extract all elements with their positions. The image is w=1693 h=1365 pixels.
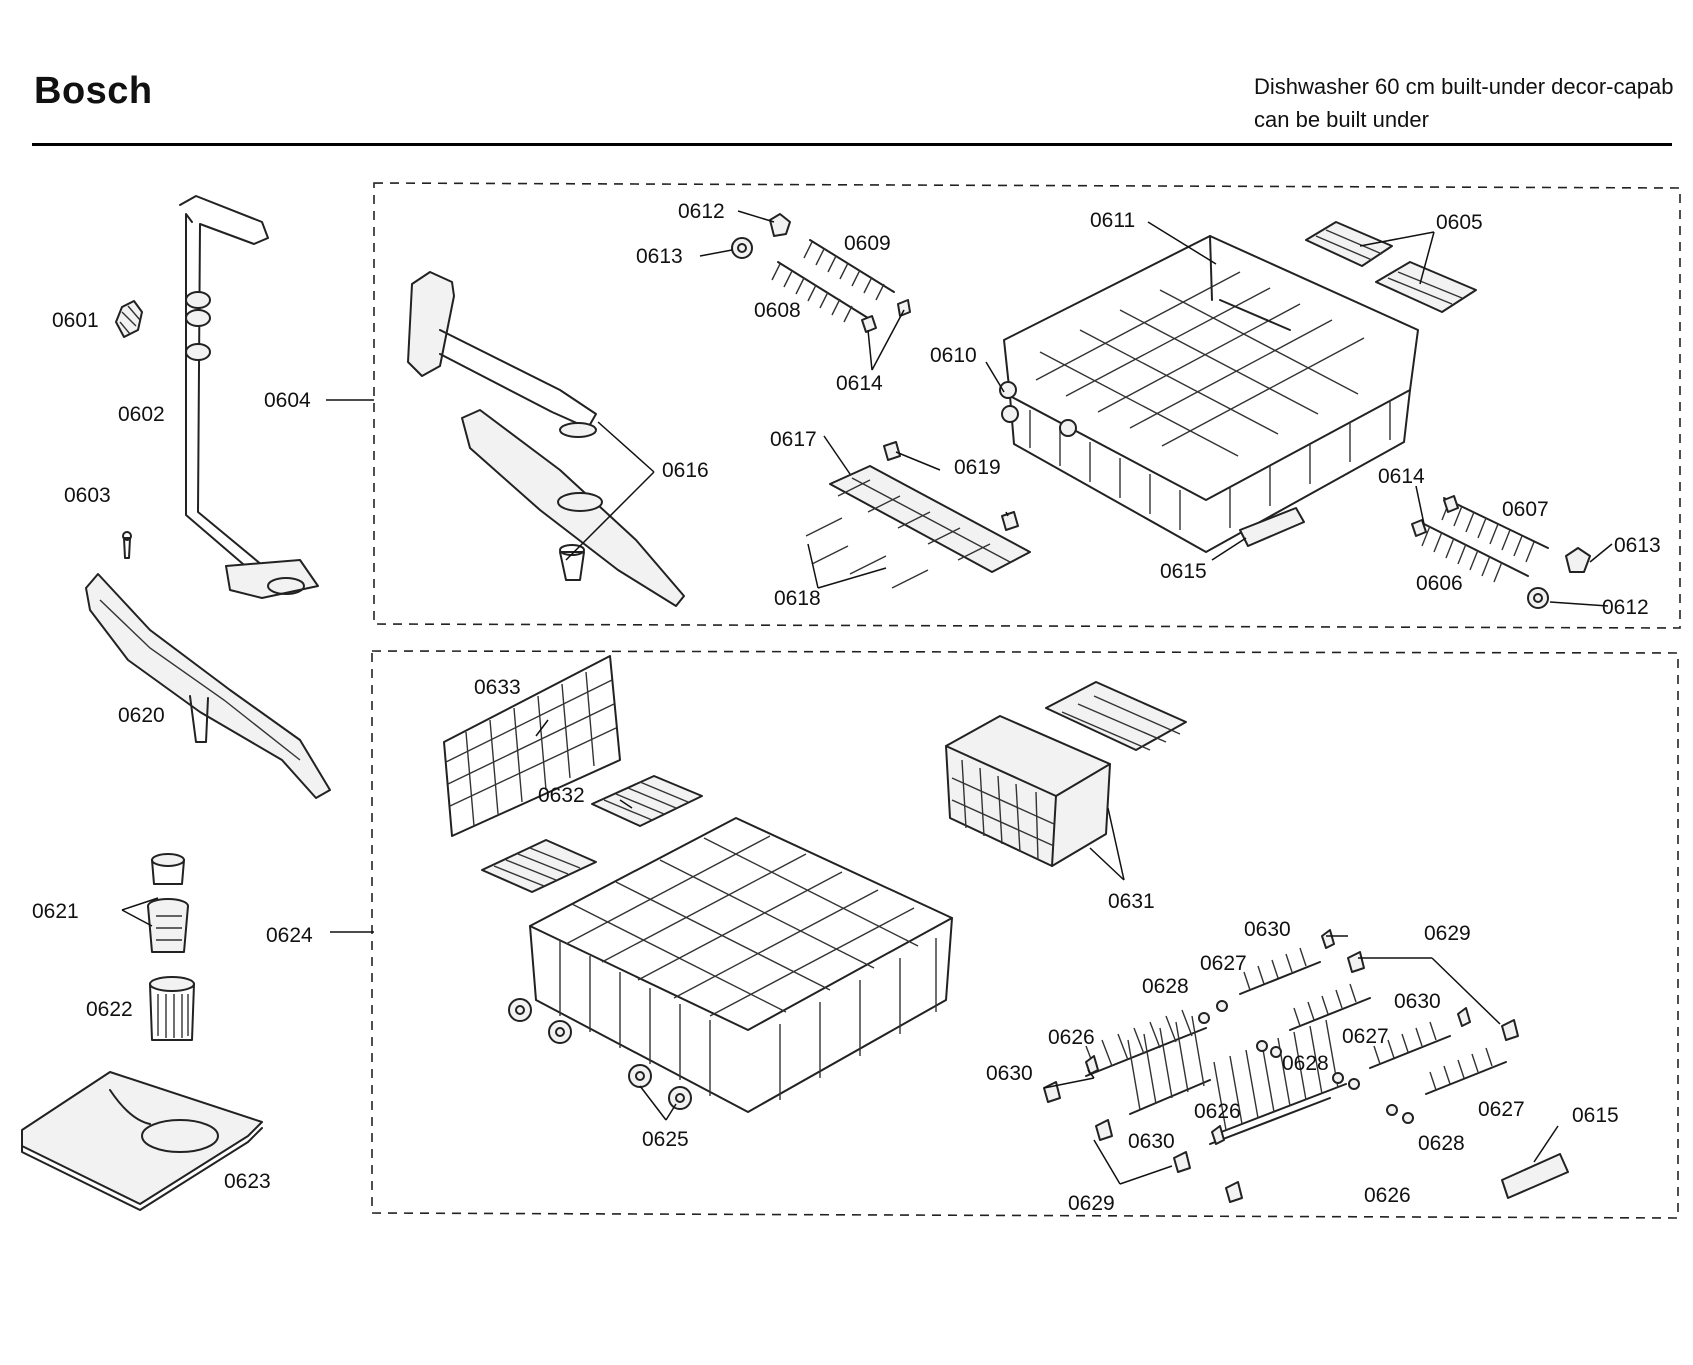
part-0626-tine-row-left <box>1085 1009 1211 1115</box>
label-0626-left: 0626 <box>1048 1026 1095 1049</box>
part-0612-wheel-right <box>1527 587 1549 609</box>
label-0620: 0620 <box>118 704 165 727</box>
upper-rack-group-box <box>373 182 1681 629</box>
label-0612-right: 0612 <box>1602 596 1649 619</box>
label-0633: 0633 <box>474 676 521 699</box>
part-0601-cap <box>115 300 143 338</box>
label-0618: 0618 <box>774 587 821 610</box>
label-0614-upper: 0614 <box>836 372 883 395</box>
label-0612-upper: 0612 <box>678 200 725 223</box>
part-0606-tine-row <box>1421 523 1529 583</box>
part-0621-filter <box>147 853 189 953</box>
model-description-line-2: can be built under <box>1254 107 1429 132</box>
label-0616: 0616 <box>662 459 709 482</box>
header-divider <box>32 143 1672 146</box>
label-0602: 0602 <box>118 403 165 426</box>
label-0606: 0606 <box>1416 572 1463 595</box>
part-0602-supply-pipe <box>179 195 319 599</box>
label-0627-right: 0627 <box>1478 1098 1525 1121</box>
label-0608: 0608 <box>754 299 801 322</box>
part-0623-filter-plate <box>21 1071 263 1211</box>
part-0618-tine-inserts <box>805 517 929 589</box>
label-0609: 0609 <box>844 232 891 255</box>
label-0617: 0617 <box>770 428 817 451</box>
part-0629-clips <box>1043 951 1519 1203</box>
part-0608-tine-row <box>771 261 869 323</box>
part-0630-holders <box>1085 929 1471 1145</box>
part-0603-screw <box>122 531 132 559</box>
label-0622: 0622 <box>86 998 133 1021</box>
lower-rack-group-box <box>371 650 1679 1219</box>
part-0614-clips-right <box>1411 495 1459 537</box>
label-0630-left: 0630 <box>986 1062 1033 1085</box>
label-0615-upper: 0615 <box>1160 560 1207 583</box>
label-0601: 0601 <box>52 309 99 332</box>
label-0603: 0603 <box>64 484 111 507</box>
part-0622-fine-filter <box>149 976 195 1041</box>
label-0624: 0624 <box>266 924 313 947</box>
label-0613-right: 0613 <box>1614 534 1661 557</box>
part-0605-cup-shelves <box>1305 221 1477 313</box>
part-0617-knife-shelf <box>829 465 1031 573</box>
part-0613-wheel-right <box>1565 547 1591 573</box>
part-0625-lower-rollers <box>508 998 692 1110</box>
label-0605: 0605 <box>1436 211 1483 234</box>
part-0612-wheel-upper-left <box>769 213 791 237</box>
label-0625: 0625 <box>642 1128 689 1151</box>
label-0632: 0632 <box>538 784 585 807</box>
label-0607: 0607 <box>1502 498 1549 521</box>
brand-title: Bosch <box>34 70 153 112</box>
label-0628-middle: 0628 <box>1282 1052 1329 1075</box>
label-0629-top: 0629 <box>1424 922 1471 945</box>
part-0611-upper-basket <box>1003 235 1419 553</box>
part-0615-handle-lower <box>1501 1153 1569 1199</box>
part-0614-clips-upper <box>861 299 911 333</box>
label-0627-top: 0627 <box>1200 952 1247 975</box>
label-0629-bottom: 0629 <box>1068 1192 1115 1215</box>
part-0633-grid-insert <box>443 655 621 837</box>
label-0613-upper: 0613 <box>636 245 683 268</box>
part-0616-upper-spray-arm <box>407 271 685 607</box>
label-0627-middle: 0627 <box>1342 1025 1389 1048</box>
label-0623: 0623 <box>224 1170 271 1193</box>
label-0614-right: 0614 <box>1378 465 1425 488</box>
part-0609-tine-row <box>803 239 895 301</box>
part-0631-cutlery-basket <box>945 681 1187 867</box>
label-0626-right: 0626 <box>1364 1184 1411 1207</box>
label-0621: 0621 <box>32 900 79 923</box>
part-0626-tine-row-right <box>1209 1019 1347 1145</box>
part-0624-lower-basket <box>529 817 953 1113</box>
part-0610-rack-rollers <box>999 381 1077 437</box>
label-0610: 0610 <box>930 344 977 367</box>
label-0630-bottom: 0630 <box>1128 1130 1175 1153</box>
part-0607-tine-row <box>1441 497 1549 563</box>
label-0628-top: 0628 <box>1142 975 1189 998</box>
label-0626-center: 0626 <box>1194 1100 1241 1123</box>
label-0619: 0619 <box>954 456 1001 479</box>
model-description-line-1: Dishwasher 60 cm built-under decor-capab <box>1254 74 1674 99</box>
label-0604: 0604 <box>264 389 311 412</box>
part-0627-tine-row-right <box>1369 1021 1507 1095</box>
part-0628-pins <box>1198 1000 1414 1124</box>
part-0613-wheel-upper-left <box>731 237 753 259</box>
part-0615-handle-upper <box>1239 507 1305 547</box>
label-0631: 0631 <box>1108 890 1155 913</box>
label-0615-lower: 0615 <box>1572 1104 1619 1127</box>
label-0611: 0611 <box>1090 209 1135 232</box>
leader-lines <box>121 210 1613 1185</box>
label-0628-right: 0628 <box>1418 1132 1465 1155</box>
part-0627-tine-row-top <box>1239 947 1371 1031</box>
label-0630-right: 0630 <box>1394 990 1441 1013</box>
part-0632-cup-shelves <box>481 775 703 893</box>
label-0630-top: 0630 <box>1244 918 1291 941</box>
part-0619-clips <box>883 441 1019 531</box>
part-0620-lower-spray-arm <box>85 573 331 799</box>
